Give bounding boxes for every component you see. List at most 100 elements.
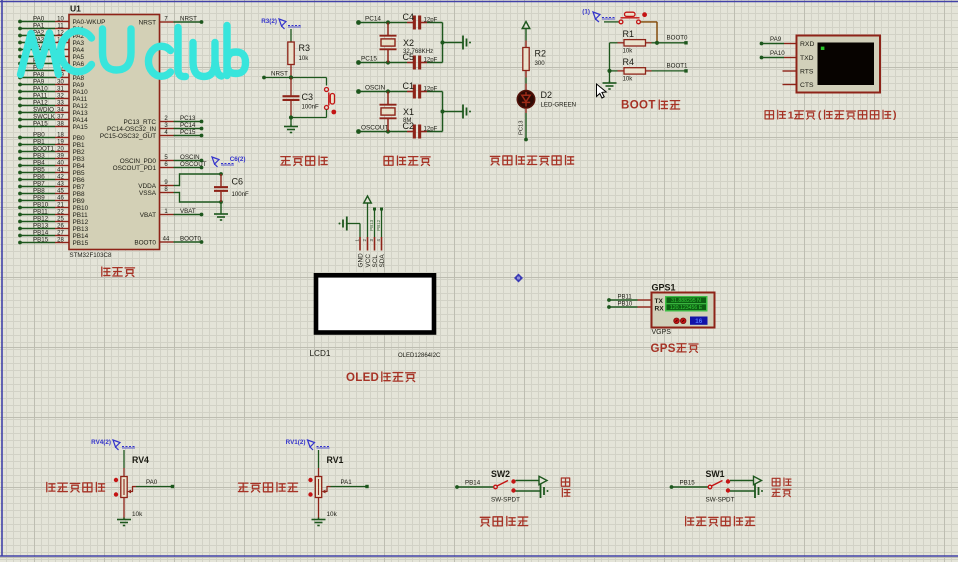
svg-text:PA0: PA0 bbox=[146, 479, 158, 486]
svg-text:6: 6 bbox=[164, 162, 168, 168]
svg-text:8: 8 bbox=[164, 187, 168, 193]
svg-text:TXD: TXD bbox=[800, 55, 814, 62]
svg-text:300: 300 bbox=[535, 60, 546, 67]
svg-text:RTS: RTS bbox=[800, 69, 814, 76]
svg-text:32.768KHz: 32.768KHz bbox=[403, 48, 433, 55]
svg-text:VCC: VCC bbox=[365, 254, 372, 268]
svg-text:PB14: PB14 bbox=[465, 479, 481, 486]
svg-text:BOOT1: BOOT1 bbox=[667, 63, 689, 70]
svg-text:OLED12864I2C: OLED12864I2C bbox=[398, 353, 441, 359]
svg-text:PB5: PB5 bbox=[73, 170, 86, 177]
svg-text:CTS: CTS bbox=[800, 82, 814, 89]
svg-text:PA4: PA4 bbox=[73, 47, 85, 54]
svg-text:PB1: PB1 bbox=[73, 142, 86, 149]
svg-text:46: 46 bbox=[57, 195, 64, 201]
svg-text:PB12: PB12 bbox=[376, 219, 381, 231]
svg-text:32: 32 bbox=[57, 93, 64, 99]
svg-text:PB10: PB10 bbox=[618, 301, 633, 307]
svg-text:VBAT: VBAT bbox=[180, 208, 196, 215]
svg-text:OSCOUT_PD1: OSCOUT_PD1 bbox=[113, 165, 157, 172]
svg-text:40: 40 bbox=[57, 160, 64, 166]
svg-text:PB12: PB12 bbox=[73, 219, 89, 226]
svg-text:RXD: RXD bbox=[800, 41, 814, 48]
svg-text:100nF: 100nF bbox=[232, 191, 250, 198]
svg-text:PB7: PB7 bbox=[73, 184, 86, 191]
svg-text:PB12: PB12 bbox=[33, 215, 49, 222]
svg-text:PA12: PA12 bbox=[73, 103, 89, 110]
svg-text:PB2: PB2 bbox=[73, 149, 86, 156]
svg-text:PB9: PB9 bbox=[33, 194, 45, 201]
svg-text:SDA: SDA bbox=[379, 254, 386, 268]
svg-text:1: 1 bbox=[164, 209, 168, 215]
svg-text:PB10: PB10 bbox=[73, 205, 89, 212]
svg-text:PC15: PC15 bbox=[180, 129, 196, 136]
svg-text:C6(2): C6(2) bbox=[230, 156, 246, 163]
svg-text:PB0: PB0 bbox=[33, 131, 45, 138]
svg-text:PC13: PC13 bbox=[180, 115, 196, 122]
svg-text:22: 22 bbox=[57, 209, 64, 215]
svg-text:R3: R3 bbox=[299, 43, 311, 53]
svg-text:PA2: PA2 bbox=[33, 29, 45, 36]
svg-text:NRST: NRST bbox=[180, 16, 197, 23]
svg-text:D2: D2 bbox=[541, 90, 553, 100]
svg-text:PB4: PB4 bbox=[73, 163, 86, 170]
svg-text:PB7: PB7 bbox=[33, 180, 45, 187]
svg-text:C2: C2 bbox=[403, 121, 415, 131]
svg-text:10k: 10k bbox=[327, 511, 338, 518]
svg-text:PB8: PB8 bbox=[73, 191, 86, 198]
svg-text:38: 38 bbox=[57, 121, 64, 127]
svg-text:1: 1 bbox=[355, 239, 360, 242]
svg-text:PA0-WKUP: PA0-WKUP bbox=[73, 19, 106, 26]
svg-text:PB6: PB6 bbox=[33, 173, 45, 180]
svg-text:10k: 10k bbox=[623, 76, 634, 83]
svg-text:PA5: PA5 bbox=[73, 54, 85, 61]
svg-text:BOOT1: BOOT1 bbox=[33, 145, 55, 152]
svg-text:C5: C5 bbox=[403, 52, 415, 62]
svg-text:PB4: PB4 bbox=[33, 159, 45, 166]
svg-text:11: 11 bbox=[57, 23, 64, 29]
svg-text:PB5: PB5 bbox=[33, 166, 45, 173]
svg-text:39: 39 bbox=[57, 153, 64, 159]
svg-text:PC14-OSC32_IN: PC14-OSC32_IN bbox=[107, 126, 156, 133]
svg-text:PC14: PC14 bbox=[180, 122, 196, 129]
svg-text:PA15: PA15 bbox=[33, 120, 48, 127]
svg-text:45: 45 bbox=[57, 188, 64, 194]
svg-text:25: 25 bbox=[57, 216, 64, 222]
svg-text:PC14: PC14 bbox=[365, 15, 381, 22]
svg-text:10: 10 bbox=[57, 16, 64, 22]
svg-text:PA12: PA12 bbox=[33, 99, 48, 106]
svg-text:(1): (1) bbox=[582, 9, 590, 16]
svg-text:PA0: PA0 bbox=[33, 15, 45, 22]
svg-text:44: 44 bbox=[163, 237, 170, 243]
svg-text:PA1: PA1 bbox=[33, 22, 45, 29]
svg-text:27: 27 bbox=[57, 230, 64, 236]
svg-text:BOOT0: BOOT0 bbox=[134, 239, 156, 246]
svg-text:33: 33 bbox=[57, 100, 64, 106]
svg-text:PB9: PB9 bbox=[73, 198, 86, 205]
svg-text:NRST: NRST bbox=[139, 19, 156, 26]
svg-text:NRST: NRST bbox=[271, 71, 288, 78]
svg-text:BOOT: BOOT bbox=[621, 100, 656, 112]
svg-text:RV1(2): RV1(2) bbox=[286, 439, 306, 446]
svg-text:8M: 8M bbox=[403, 117, 411, 124]
svg-text:OSCIN_PD0: OSCIN_PD0 bbox=[120, 158, 157, 165]
svg-text:28: 28 bbox=[57, 237, 64, 243]
svg-text:(: ( bbox=[818, 109, 822, 121]
svg-text:SCL: SCL bbox=[372, 255, 379, 268]
svg-text:2: 2 bbox=[362, 239, 367, 242]
svg-text:R3(2): R3(2) bbox=[261, 18, 277, 25]
svg-text:U1: U1 bbox=[70, 4, 81, 14]
svg-text:21: 21 bbox=[57, 202, 64, 208]
svg-text:VGPS: VGPS bbox=[652, 329, 672, 336]
svg-text:7: 7 bbox=[164, 17, 168, 23]
svg-text:PB14: PB14 bbox=[33, 229, 49, 236]
svg-text:12pF: 12pF bbox=[424, 56, 438, 63]
svg-text:PB6: PB6 bbox=[73, 177, 86, 184]
svg-text:PA10: PA10 bbox=[73, 89, 89, 96]
svg-text:PB15: PB15 bbox=[680, 479, 696, 486]
svg-text:19: 19 bbox=[57, 139, 64, 145]
svg-text:GPS1: GPS1 bbox=[652, 283, 676, 293]
svg-text:12: 12 bbox=[57, 30, 64, 36]
svg-text:PB15: PB15 bbox=[73, 240, 89, 247]
svg-text:PA10: PA10 bbox=[770, 50, 785, 57]
